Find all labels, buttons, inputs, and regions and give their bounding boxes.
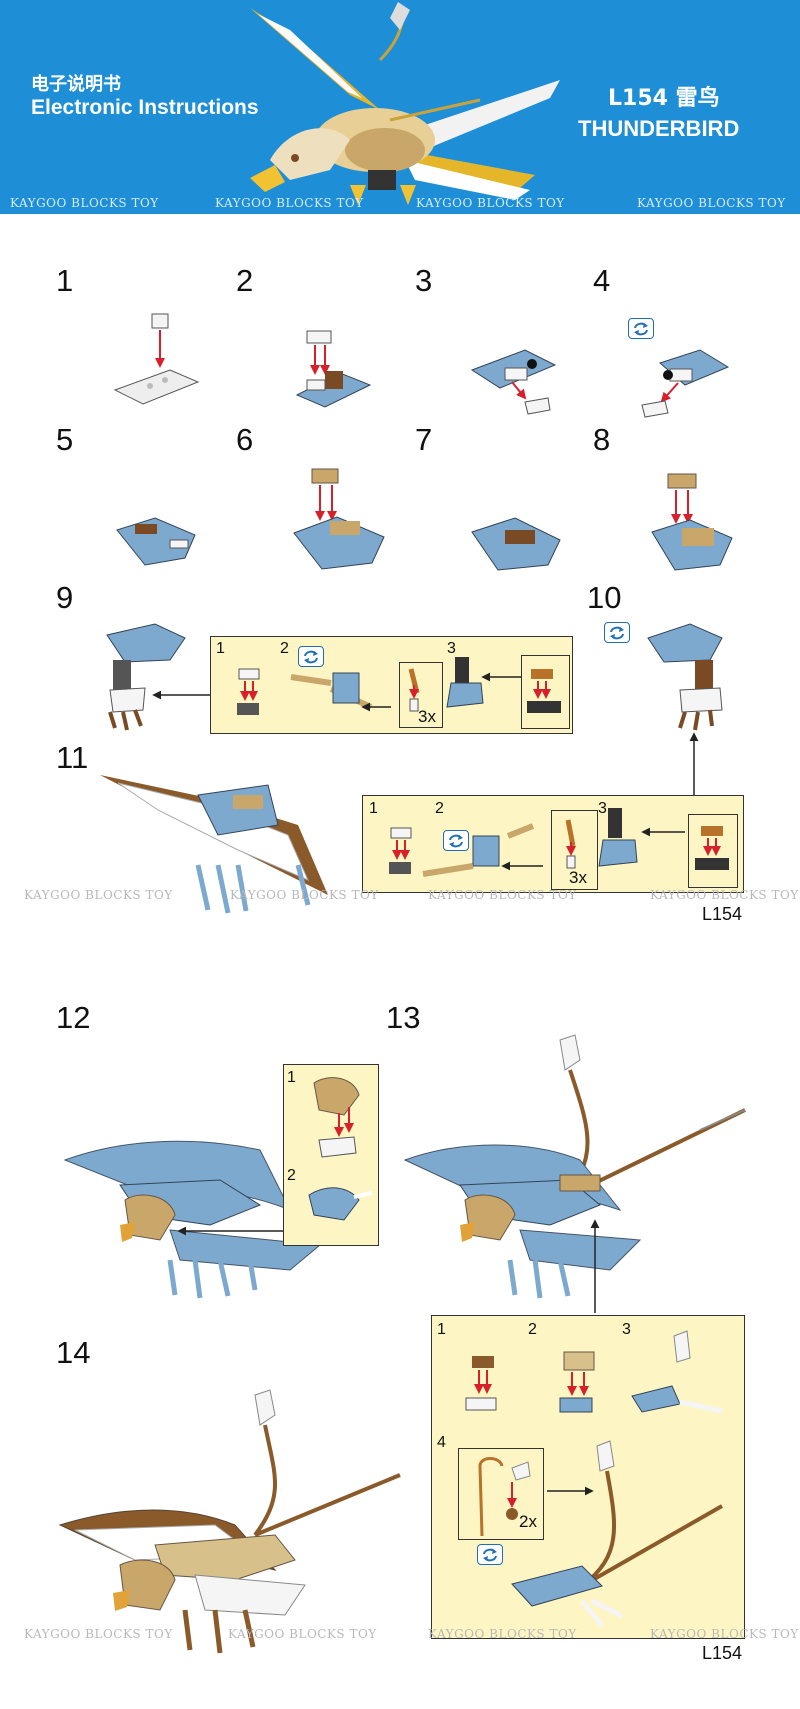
step-7-illustration [471,517,561,571]
watermark: KAYGOO BLOCKS TOY [215,196,364,210]
step-number: 7 [415,422,433,457]
rotate-model-icon [443,830,469,851]
substep-illustrations [389,808,729,877]
step-4-illustration [641,349,730,418]
model-number-title: L154 雷鸟 [608,86,720,111]
quantity-label: 2x [519,1512,537,1531]
quantity-label: 3x [569,868,587,887]
connector-arrow [152,690,210,700]
rotate-model-icon [628,318,654,339]
substep-number: 1 [437,1321,446,1338]
substep-number: 2 [280,640,289,657]
step-14-illustration [58,1389,401,1654]
step-number: 4 [593,263,611,298]
watermark: KAYGOO BLOCKS TOY [650,888,799,902]
watermark: KAYGOO BLOCKS TOY [428,888,577,902]
thunderbird-hero-image [250,2,560,205]
step-8-illustration [651,473,733,571]
parts-box [688,814,738,888]
step-number: 11 [56,740,89,775]
substep-number: 2 [287,1167,296,1184]
title-chinese: 电子说明书 [31,74,121,95]
step-number: 9 [56,580,74,615]
page-model-code: L154 [702,904,743,924]
step-12-illustration [63,1140,322,1299]
substep-number: 1 [287,1069,296,1086]
step-11-illustration [100,775,328,914]
step-9-illustration [106,623,186,731]
parts-box [399,662,443,728]
step-number: 2 [236,263,254,298]
step-10-illustration [647,623,723,731]
substep-number: 3 [622,1321,631,1338]
rotate-model-icon [604,622,630,643]
rotate-model-icon [477,1544,503,1565]
step-number: 12 [56,1000,91,1035]
substep-number: 1 [216,640,225,657]
page-model-code: L154 [702,1643,743,1663]
model-name: THUNDERBIRD [578,116,740,141]
substep-number: 1 [369,800,378,817]
step-5-illustration [116,517,196,566]
parts-box [521,655,570,729]
step-number: 8 [593,422,611,457]
watermark: KAYGOO BLOCKS TOY [24,888,173,902]
substep-illustrations [465,1330,723,1628]
step-1-illustration [113,313,200,405]
rotate-model-icon [298,646,324,667]
step-10-callout: 1 2 3 3x [362,795,744,893]
substep-number: 2 [435,800,444,817]
step-3-illustration [470,349,557,415]
step-9-callout: 1 2 3 3x [210,636,573,734]
step-13-callout: 1 2 3 4 2x [431,1315,745,1639]
step-number: 6 [236,422,254,457]
watermark: KAYGOO BLOCKS TOY [637,196,786,210]
step-number: 3 [415,263,433,298]
parts-box [458,1448,544,1540]
quantity-label: 3x [418,707,436,726]
header-banner: 电子说明书 Electronic Instructions L154 雷鸟 TH… [0,0,800,214]
substep-number: 4 [437,1434,446,1451]
step-13-illustration [403,1034,746,1299]
connector-arrow [590,1219,600,1313]
title-english: Electronic Instructions [31,96,259,119]
substep-illustrations [308,1077,373,1221]
substep-number: 3 [598,800,607,817]
watermark: KAYGOO BLOCKS TOY [24,1627,173,1641]
watermark: KAYGOO BLOCKS TOY [650,1627,799,1641]
step-number: 13 [386,1000,421,1035]
watermark: KAYGOO BLOCKS TOY [416,196,565,210]
connector-arrow [177,1226,283,1236]
step-number: 1 [56,263,74,298]
watermark: KAYGOO BLOCKS TOY [228,1627,377,1641]
step-12-callout: 1 2 [283,1064,379,1246]
step-6-illustration [293,468,385,570]
step-number: 14 [56,1335,91,1370]
parts-box [551,810,598,890]
substep-number: 2 [528,1321,537,1338]
watermark: KAYGOO BLOCKS TOY [428,1627,577,1641]
step-2-illustration [295,330,372,408]
substep-illustrations [237,657,561,715]
connector-arrow [689,732,699,798]
watermark: KAYGOO BLOCKS TOY [230,888,379,902]
watermark: KAYGOO BLOCKS TOY [10,196,159,210]
step-number: 5 [56,422,74,457]
step-number: 10 [587,580,622,615]
substep-number: 3 [447,640,456,657]
